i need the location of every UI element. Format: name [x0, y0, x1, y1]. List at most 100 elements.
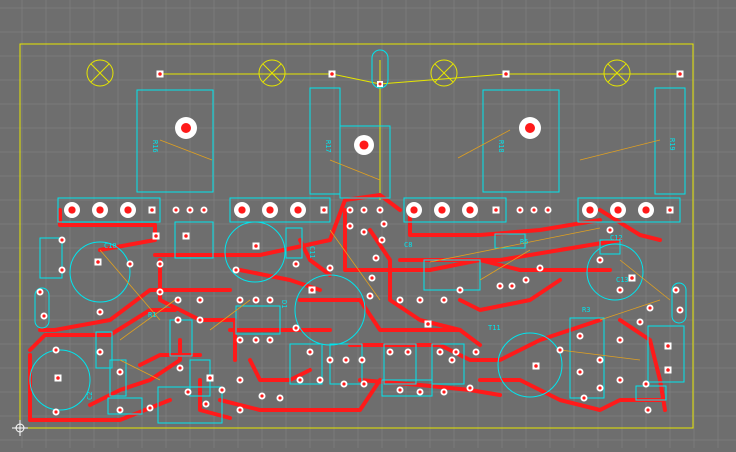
pad-drill — [294, 326, 298, 330]
ic-t11 — [423, 259, 481, 291]
pad-drill — [442, 390, 446, 394]
pad-drill — [518, 208, 522, 212]
fuse-f3 — [671, 282, 687, 324]
label-c10: C10 — [104, 242, 117, 250]
label-r18: R18 — [497, 140, 505, 153]
res-row-f — [635, 385, 667, 401]
pad-drill — [176, 298, 180, 302]
pad-drill — [308, 350, 312, 354]
pad-drill — [294, 206, 302, 214]
pad-drill — [96, 206, 104, 214]
pad-drill — [60, 268, 64, 272]
pad-drill — [96, 260, 100, 264]
pad-drill — [266, 206, 274, 214]
pad-drill — [648, 306, 652, 310]
pad-drill — [238, 206, 246, 214]
pad-drill — [674, 288, 678, 292]
pad-drill — [388, 350, 392, 354]
pad-drill — [184, 234, 188, 238]
pad-drill — [578, 334, 582, 338]
cap-c9 — [497, 332, 563, 398]
pad-drill — [418, 298, 422, 302]
pad-drill — [370, 276, 374, 280]
pad-drill — [328, 358, 332, 362]
pad-drill — [524, 278, 528, 282]
pad-drill — [98, 310, 102, 314]
res-row-d — [285, 227, 303, 259]
lamp-3 — [430, 59, 458, 87]
pad-drill — [666, 368, 670, 372]
label-c8: C8 — [404, 241, 412, 249]
board-outline — [19, 43, 694, 429]
pad-drill — [148, 406, 152, 410]
pad-drill — [158, 290, 162, 294]
label-t11: T11 — [488, 324, 501, 332]
cap-c11 — [224, 221, 286, 283]
pad-drill — [150, 208, 154, 212]
pad-drill — [678, 72, 682, 76]
pad-drill — [154, 234, 158, 238]
pad-drill — [254, 298, 258, 302]
pad-drill — [494, 208, 498, 212]
pad-drill — [342, 382, 346, 386]
connector-j2 — [229, 197, 331, 223]
cap-c2 — [29, 349, 91, 411]
pad-drill — [118, 408, 122, 412]
trimpot-r16-body — [136, 89, 214, 193]
pad-drill — [268, 298, 272, 302]
pad-drill — [558, 348, 562, 352]
pad-drill — [42, 314, 46, 318]
lamp-1 — [86, 59, 114, 87]
pad-drill — [586, 206, 594, 214]
pad-drill — [238, 408, 242, 412]
fuse-f1 — [371, 49, 389, 89]
pad-drill — [254, 338, 258, 342]
pad-drill — [646, 408, 650, 412]
connector-j1 — [57, 197, 161, 223]
pad-drill — [614, 206, 622, 214]
designator-labels: R16 R17 R18 R19 C8 C10 C11 C12 C13 D1 R1… — [86, 138, 676, 400]
pad-drill — [498, 284, 502, 288]
pad-drill — [598, 386, 602, 390]
pad-drill — [468, 386, 472, 390]
pad-drill — [362, 208, 366, 212]
fuse-f2 — [34, 287, 50, 329]
pad-drill — [98, 350, 102, 354]
pad-drill — [186, 390, 190, 394]
pad-drill — [510, 284, 514, 288]
label-c12: C12 — [610, 234, 623, 242]
pad-drill — [54, 348, 58, 352]
label-c13: C13 — [616, 276, 629, 284]
pad-drill — [322, 208, 326, 212]
pad-drill — [238, 338, 242, 342]
res-array-1 — [235, 305, 281, 335]
res-array-2 — [289, 343, 323, 385]
pad-drill — [532, 208, 536, 212]
pad-drill — [208, 376, 212, 380]
lamp-2 — [258, 59, 286, 87]
label-r16: R16 — [151, 140, 159, 153]
pad-drill — [56, 376, 60, 380]
pad-drill — [360, 358, 364, 362]
pad-drill — [450, 358, 454, 362]
pad-drill — [238, 378, 242, 382]
ic-reg — [647, 325, 685, 383]
pad-drill — [638, 320, 642, 324]
lamp-4 — [603, 59, 631, 87]
pad-drill — [466, 206, 474, 214]
pad-drill — [362, 230, 366, 234]
pad-drill — [442, 298, 446, 302]
pad-drill — [254, 244, 258, 248]
pad-drill — [174, 208, 178, 212]
connector-j4 — [577, 197, 681, 223]
pad-drill — [176, 318, 180, 322]
pad-drill — [618, 288, 622, 292]
pad-drill — [618, 338, 622, 342]
res-r5 — [494, 233, 526, 249]
res-row-a — [95, 331, 113, 369]
pad-drill — [278, 396, 282, 400]
trimpot-r18-body — [482, 89, 560, 193]
